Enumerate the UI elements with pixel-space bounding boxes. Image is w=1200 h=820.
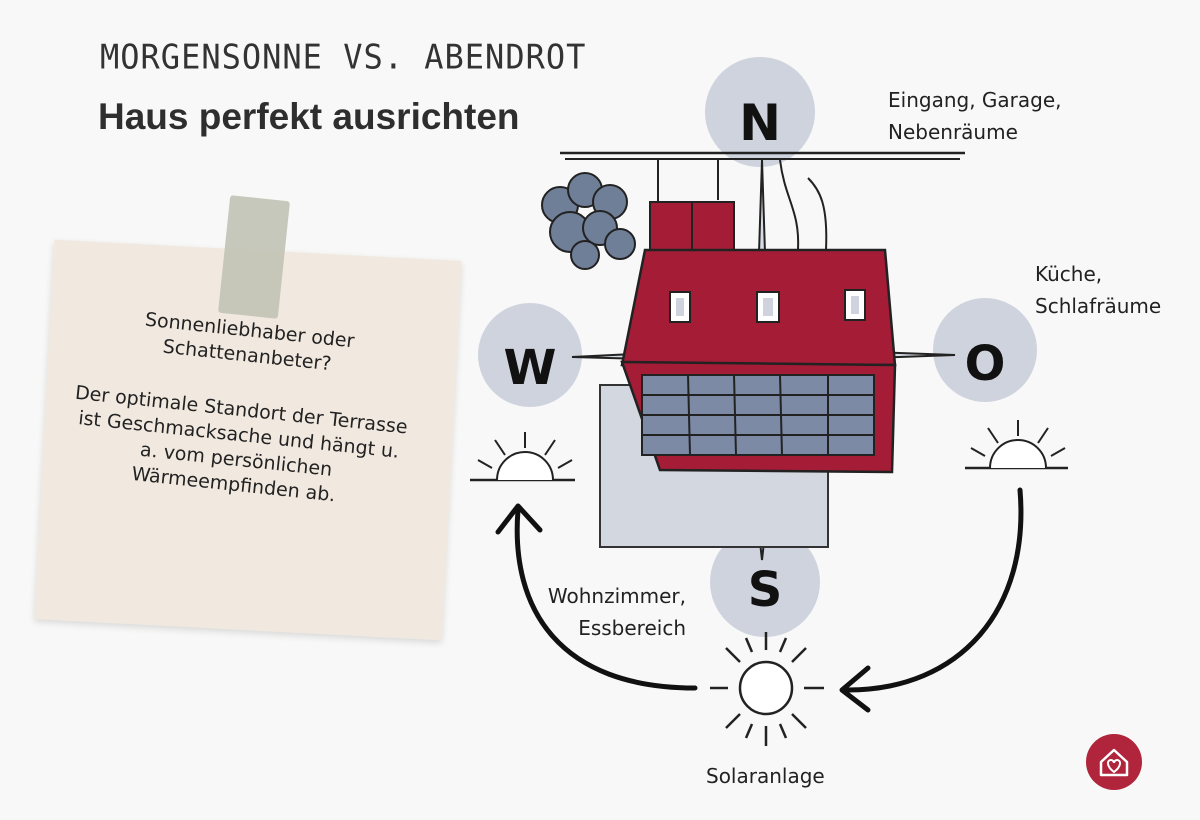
- page-title: Haus perfekt ausrichten: [98, 96, 520, 137]
- east-circle: [933, 298, 1037, 402]
- east-sun-icon: [965, 420, 1068, 470]
- north-label-line2: Nebenräume: [888, 120, 1018, 144]
- north-letter: N: [739, 94, 781, 152]
- east-letter: O: [965, 336, 1006, 392]
- south-circle: [710, 527, 820, 637]
- south-letter: S: [748, 562, 783, 618]
- west-label-line1: Wohnzimmer,: [547, 584, 686, 608]
- north-label: Eingang, Garage, Nebenräume: [888, 84, 1062, 148]
- east-label-line2: Schlafräume: [1035, 294, 1162, 318]
- west-letter: W: [504, 340, 557, 396]
- smoke-cloud: [541, 172, 636, 270]
- west-label-line2: Essbereich: [578, 616, 686, 640]
- solar-panels: [641, 374, 875, 456]
- south-sun-icon: [710, 632, 824, 746]
- east-label: Küche, Schlafräume: [1035, 258, 1161, 322]
- west-label: Wohnzimmer, Essbereich: [540, 580, 686, 644]
- south-label: Solaranlage: [706, 764, 825, 788]
- north-circle: [705, 57, 815, 167]
- north-label-line1: Eingang, Garage,: [888, 88, 1062, 112]
- east-label-line1: Küche,: [1035, 262, 1103, 286]
- west-sun-icon: [470, 432, 575, 482]
- house-heart-icon: [1099, 748, 1129, 777]
- brand-logo: [1086, 734, 1142, 790]
- arrow-east-to-south: [845, 487, 1024, 693]
- west-circle: [478, 303, 582, 407]
- arrow-south-to-west: [514, 507, 698, 691]
- kicker-heading: MORGENSONNE VS. ABENDROT: [100, 37, 587, 77]
